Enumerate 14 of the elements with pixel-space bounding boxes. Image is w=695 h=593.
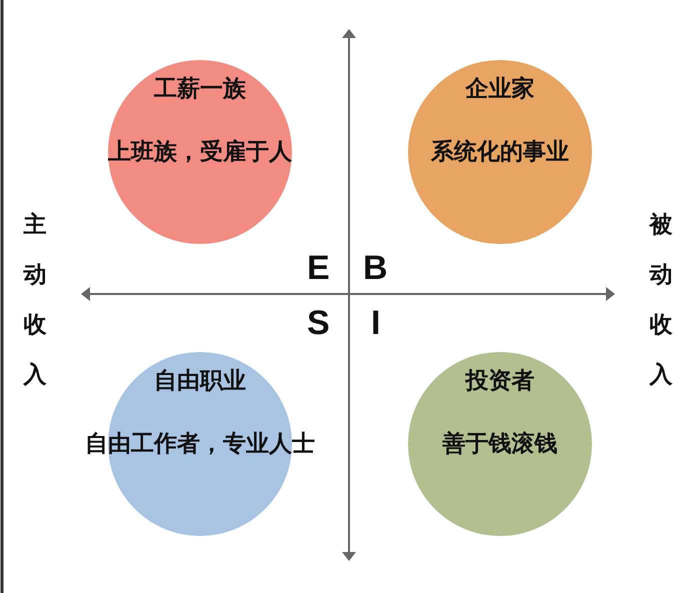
axis-label: 主动收入: [22, 211, 48, 390]
quadrant-letter: B: [363, 250, 388, 286]
circle-title: 自由职业: [153, 367, 247, 396]
circle-title: 工薪一族: [153, 75, 247, 104]
circle-title: 投资者: [464, 367, 536, 396]
circle-description: 善于钱滚钱: [442, 430, 558, 459]
axis-label: 被动收入: [648, 211, 674, 390]
quadrant-letter: S: [307, 305, 330, 341]
circle-description: 系统化的事业: [430, 138, 570, 167]
quadrant-letter: E: [307, 250, 330, 286]
quadrant-letter: I: [371, 305, 380, 341]
circle-title: 企业家: [464, 75, 536, 104]
circle-description: 自由工作者，专业人士: [84, 430, 316, 459]
circle-description: 上班族，受雇于人: [107, 138, 293, 167]
